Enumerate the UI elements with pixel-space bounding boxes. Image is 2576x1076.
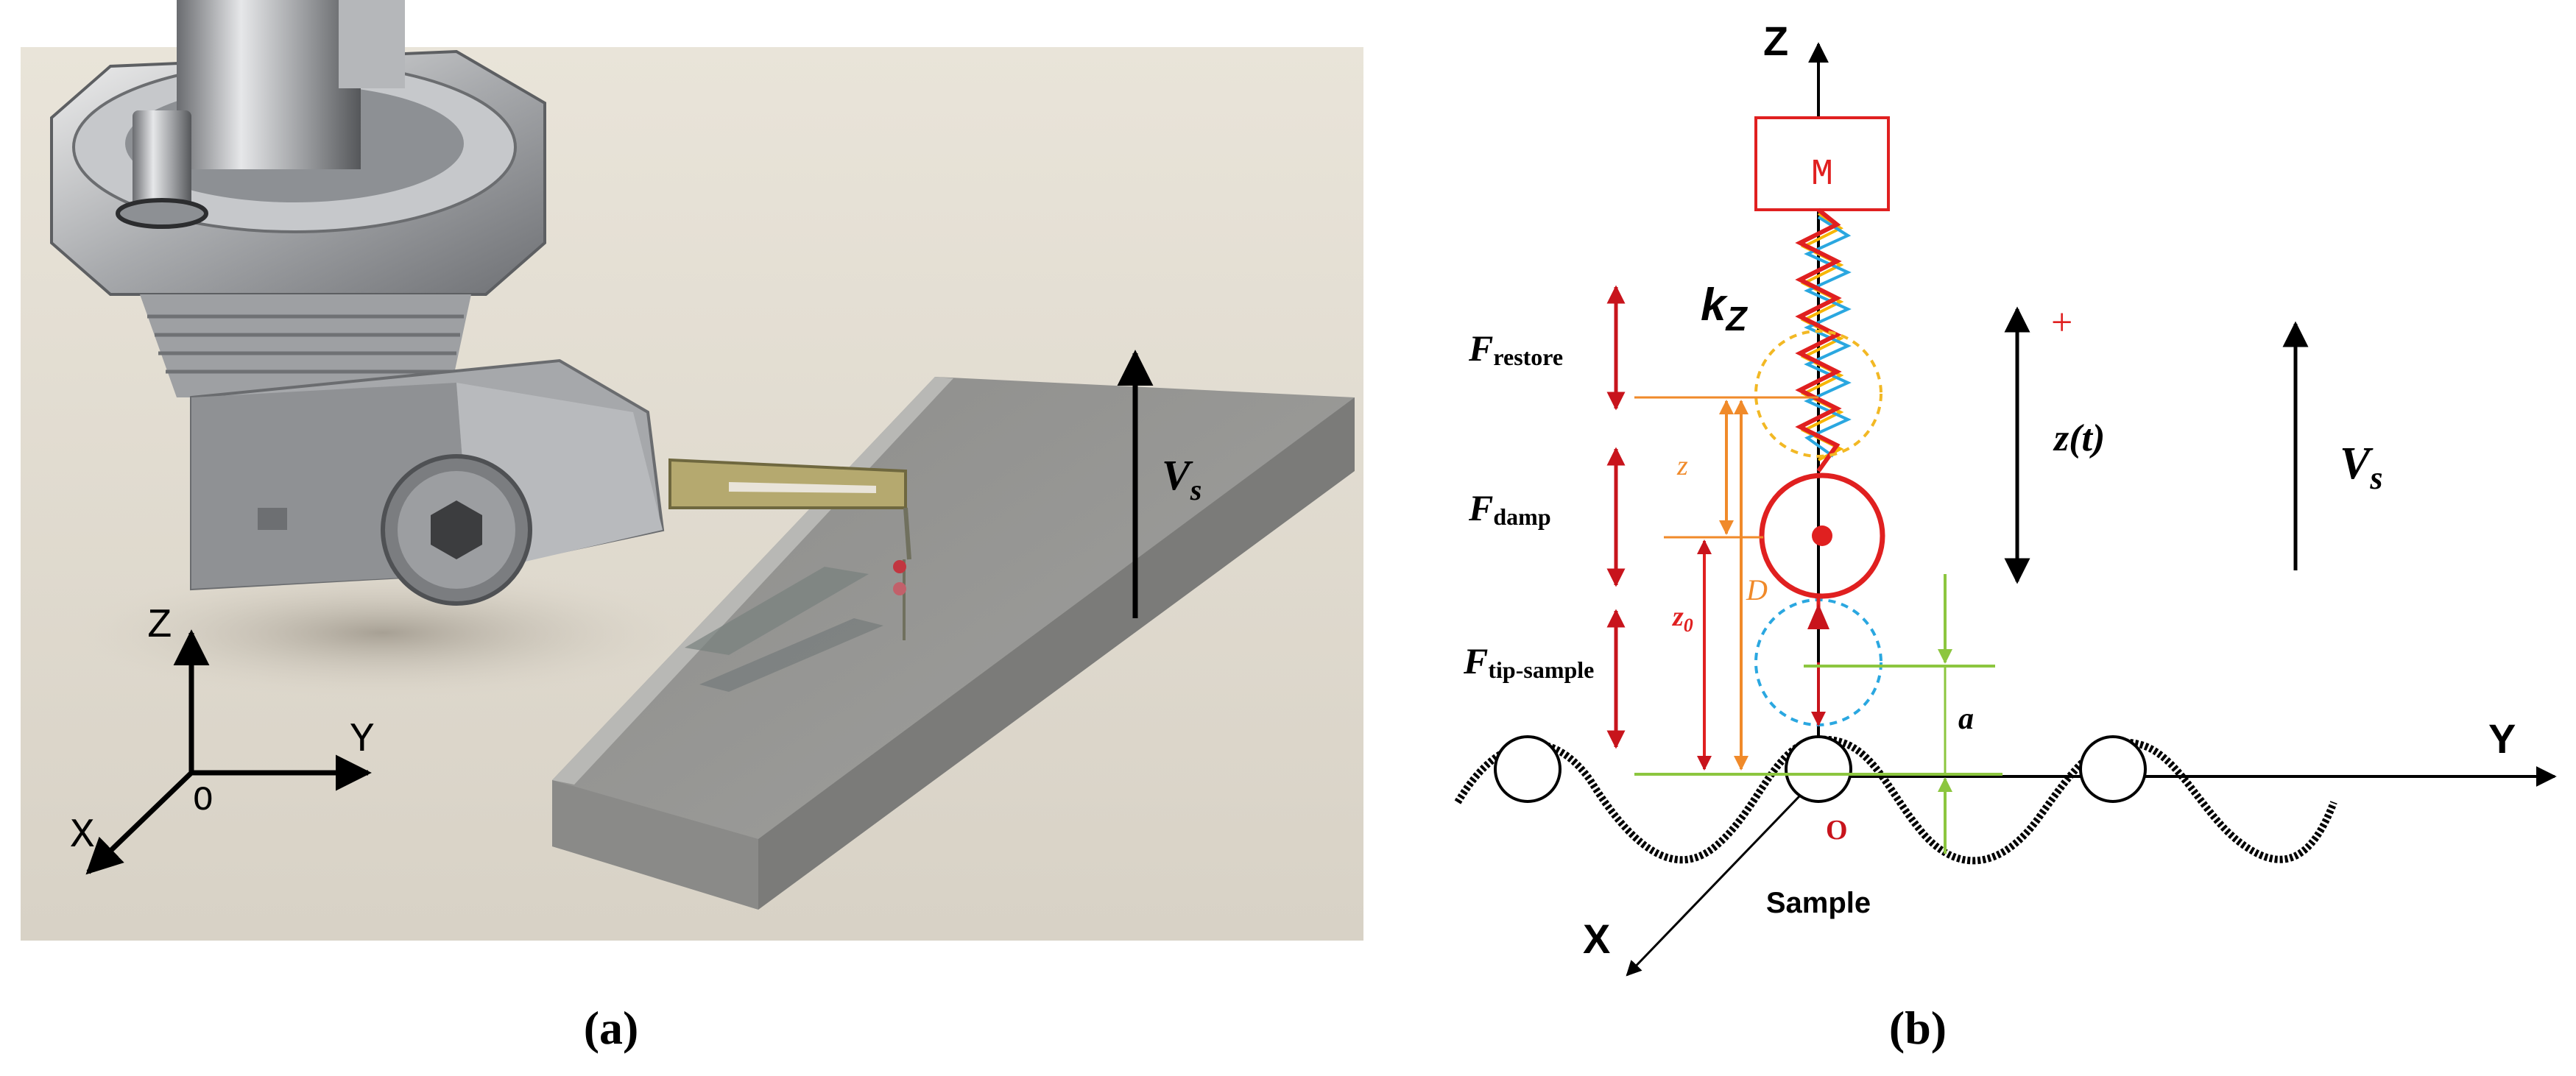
sample-particle — [1494, 735, 1562, 803]
axis-x-label-a: X — [70, 812, 95, 859]
axis-z-label-b: Z — [1763, 18, 1788, 64]
dim-z0-label: z0 — [1671, 601, 1693, 636]
spring-label: kZ — [1701, 280, 1748, 338]
sample-label: Sample — [1766, 887, 1871, 919]
velocity-label: Vs — [1162, 451, 1201, 506]
upper-position-circle — [1754, 330, 1882, 458]
sample-particle — [1785, 735, 1852, 803]
sample-particle — [2079, 735, 2147, 803]
tip-ball — [1759, 472, 1885, 599]
velocity-label-b: Vs — [2340, 439, 2382, 496]
mass-box — [1754, 116, 1890, 211]
probe-head — [50, 0, 665, 606]
sample-surface — [1454, 735, 2337, 865]
axis-x-b — [1626, 775, 1820, 977]
force-restore-label: Frestore — [1468, 328, 1563, 370]
spring-blue — [1804, 216, 1852, 458]
origin-label-a: O — [193, 782, 214, 820]
caption-a: (a) — [584, 1002, 639, 1054]
spring-red — [1795, 208, 1842, 472]
tip-ball-center — [1812, 525, 1832, 546]
axis-x-label-b: X — [1583, 916, 1610, 962]
axis-y-label-b: Y — [2488, 715, 2516, 762]
axis-y-label-a: Y — [350, 716, 375, 763]
force-tip-sample-label: Ftip-sample — [1463, 640, 1594, 683]
head-shadow — [74, 567, 692, 699]
plus-sign: + — [2051, 302, 2072, 344]
caption-b: (b) — [1889, 1002, 1947, 1054]
panel-b: Z Y X O Sample M kZ — [1454, 18, 2557, 1054]
sample-block — [552, 377, 1355, 910]
dim-D-label: D — [1746, 573, 1768, 606]
axis-z-label-a: Z — [147, 602, 172, 649]
dim-a-label: a — [1958, 702, 1974, 736]
force-damp-label: Fdamp — [1468, 487, 1551, 530]
panel-a: Vs Z Y X O (a) — [21, 0, 1363, 1054]
axes-a: Z Y X O — [70, 602, 375, 875]
dim-z-label: z — [1676, 450, 1688, 481]
cantilever — [668, 458, 911, 640]
displacement-label: z(t) — [2053, 417, 2105, 459]
origin-label-b: O — [1826, 815, 1848, 846]
mass-label: M — [1811, 154, 1833, 196]
